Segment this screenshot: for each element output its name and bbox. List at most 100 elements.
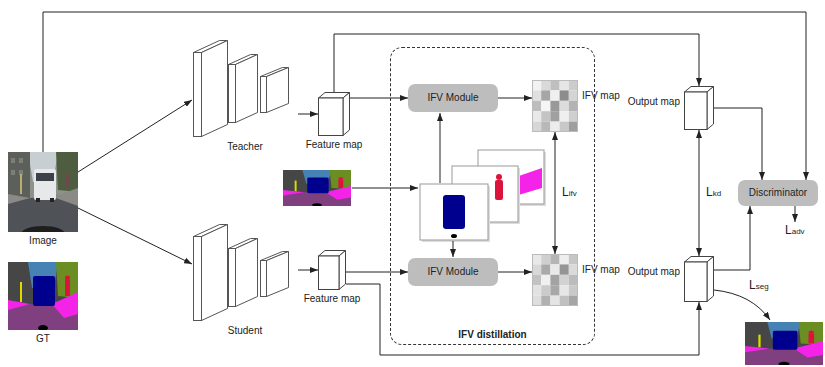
grid-cell <box>550 101 559 111</box>
node-label: Output map <box>628 266 680 278</box>
node-label: GT <box>36 333 50 345</box>
output-map: Output map <box>684 256 714 302</box>
grid-border <box>533 81 578 132</box>
mask-card <box>420 184 488 240</box>
network-layers <box>192 38 298 138</box>
connector <box>498 98 532 99</box>
block-front <box>685 92 708 130</box>
connector <box>78 208 192 264</box>
grid-cell <box>560 264 569 274</box>
grid-cell <box>560 122 569 132</box>
mask-shape <box>443 195 465 229</box>
grid-cell <box>569 285 578 295</box>
layer-side <box>236 239 258 307</box>
grid-cell <box>550 80 559 90</box>
grid-cell <box>569 80 578 90</box>
segmentation-thumbnail <box>283 170 351 207</box>
grid-cell <box>541 122 550 132</box>
mask-shape <box>495 180 503 200</box>
grid-cell <box>532 80 541 90</box>
label-map <box>8 262 78 330</box>
layer-front <box>229 65 236 123</box>
connector <box>555 132 556 254</box>
grid-cell <box>560 101 569 111</box>
block-side <box>339 251 346 290</box>
seg-arrow <box>714 290 770 320</box>
grid-cell <box>532 90 541 100</box>
grid-cell <box>550 111 559 121</box>
region-title: IFV distillation <box>391 329 594 341</box>
loss-label: Lkd <box>705 186 722 200</box>
grid-cell <box>569 275 578 285</box>
grid-cell <box>550 254 559 264</box>
layer-side <box>236 55 258 123</box>
grid-cell <box>569 101 578 111</box>
connector <box>43 12 806 180</box>
grid-cell <box>541 254 550 264</box>
node-label: Discriminator <box>749 187 807 199</box>
street-photo <box>8 152 78 232</box>
connector <box>350 98 408 99</box>
teacher-network: Teacher <box>192 38 298 138</box>
ifv-map: IFV map <box>532 80 578 132</box>
connector <box>346 272 408 273</box>
connector <box>298 270 318 271</box>
layer-front <box>261 261 267 297</box>
discriminator: Discriminator <box>738 180 818 206</box>
graphic-part <box>745 322 823 366</box>
connector <box>498 272 532 273</box>
grid-cell <box>560 80 569 90</box>
grid-cell <box>532 254 541 264</box>
block-front <box>319 256 340 290</box>
layer-side <box>267 68 289 113</box>
node-label: IFV map <box>582 264 620 276</box>
tensor-block <box>318 250 346 290</box>
block-front <box>319 98 344 136</box>
block-side <box>707 87 714 130</box>
grid-cell <box>560 111 569 121</box>
arrow <box>440 113 441 183</box>
input-image: Image <box>8 152 78 232</box>
layer-side <box>202 225 228 321</box>
feature-map: Feature map <box>318 250 346 290</box>
label-map-thumbnail <box>283 170 418 207</box>
grid-cell <box>550 122 559 132</box>
grid-cell <box>550 285 559 295</box>
layer-side <box>267 252 289 297</box>
connector <box>78 100 192 172</box>
grid-cell <box>569 122 578 132</box>
mask-shape <box>496 174 502 180</box>
prediction-thumbnail <box>745 322 823 366</box>
grid-cell <box>532 285 541 295</box>
output-map: Output map <box>684 86 714 130</box>
grid-cell <box>569 264 578 274</box>
connector <box>699 130 700 256</box>
grid-cell <box>541 80 550 90</box>
tensor-block <box>318 92 350 136</box>
connector <box>298 114 318 115</box>
feature-map: Feature map <box>318 92 350 136</box>
grid-cell <box>532 296 541 306</box>
node-label: Feature map <box>304 293 361 305</box>
grid-cell <box>569 111 578 121</box>
layer-front <box>194 237 202 321</box>
loss-label: Lifv <box>561 186 578 200</box>
tensor-block <box>684 256 714 302</box>
node-label: IFV Module <box>427 92 478 104</box>
grid-cell <box>569 296 578 306</box>
grid-cell <box>560 90 569 100</box>
layer-front <box>194 53 202 137</box>
layer-front <box>261 77 267 113</box>
loss-arrows <box>714 206 823 366</box>
grid-cell <box>569 90 578 100</box>
grid-cell <box>541 275 550 285</box>
node-label: Output map <box>628 96 680 108</box>
connector <box>714 206 750 270</box>
graphic-part <box>8 152 78 242</box>
ifv-module: IFV Module <box>408 258 498 286</box>
grid-cell <box>532 122 541 132</box>
node-label: Image <box>29 235 57 247</box>
grid-cell <box>541 285 550 295</box>
block-front <box>685 262 708 302</box>
